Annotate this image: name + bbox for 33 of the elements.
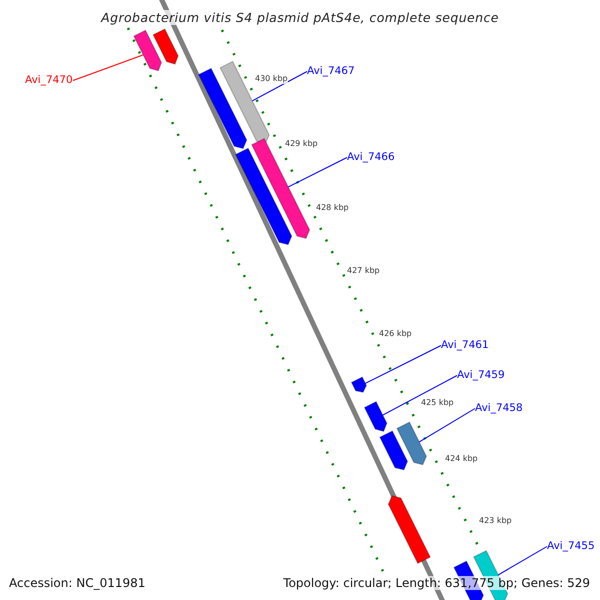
- gene-label: Avi_7459: [457, 369, 505, 382]
- scale-label: 426 kbp: [379, 329, 412, 339]
- gene-bar: [133, 30, 162, 72]
- accession-text: Accession: NC_011981: [9, 576, 146, 590]
- leader-line: [498, 546, 548, 576]
- gene-bar: [234, 148, 292, 246]
- gene-label: Avi_7461: [441, 339, 489, 352]
- gene-bar: [364, 401, 388, 432]
- leader-line: [252, 71, 308, 102]
- gene-bar: [152, 28, 179, 65]
- scale-label: 424 kbp: [445, 454, 478, 464]
- scale-label: 425 kbp: [421, 398, 454, 408]
- gene-bar: [350, 376, 367, 393]
- gene-label: Avi_7455: [547, 540, 595, 553]
- gene-label: Avi_7467: [307, 65, 355, 78]
- sequence-info: Topology: circular; Length: 631,775 bp; Genes: 529: [283, 576, 590, 590]
- leader-line: [72, 54, 144, 81]
- scale-label: 427 kbp: [347, 266, 380, 276]
- gene-bar: [198, 68, 248, 150]
- leader-line: [418, 408, 476, 442]
- gene-bar: [388, 495, 431, 564]
- gene-label: Avi_7466: [347, 151, 395, 164]
- scale-label: 429 kbp: [285, 139, 318, 149]
- gene-bar: [220, 60, 270, 144]
- gene-label: Avi_7470: [25, 74, 73, 87]
- gene-label: Avi_7458: [475, 402, 523, 415]
- leader-line: [288, 157, 348, 188]
- gene-bar: [379, 430, 408, 470]
- gene-bar: [396, 422, 427, 466]
- scale-label: 430 kbp: [255, 74, 288, 84]
- leader-line: [382, 375, 458, 416]
- leader-line: [364, 345, 442, 384]
- scale-label: 423 kbp: [479, 516, 512, 526]
